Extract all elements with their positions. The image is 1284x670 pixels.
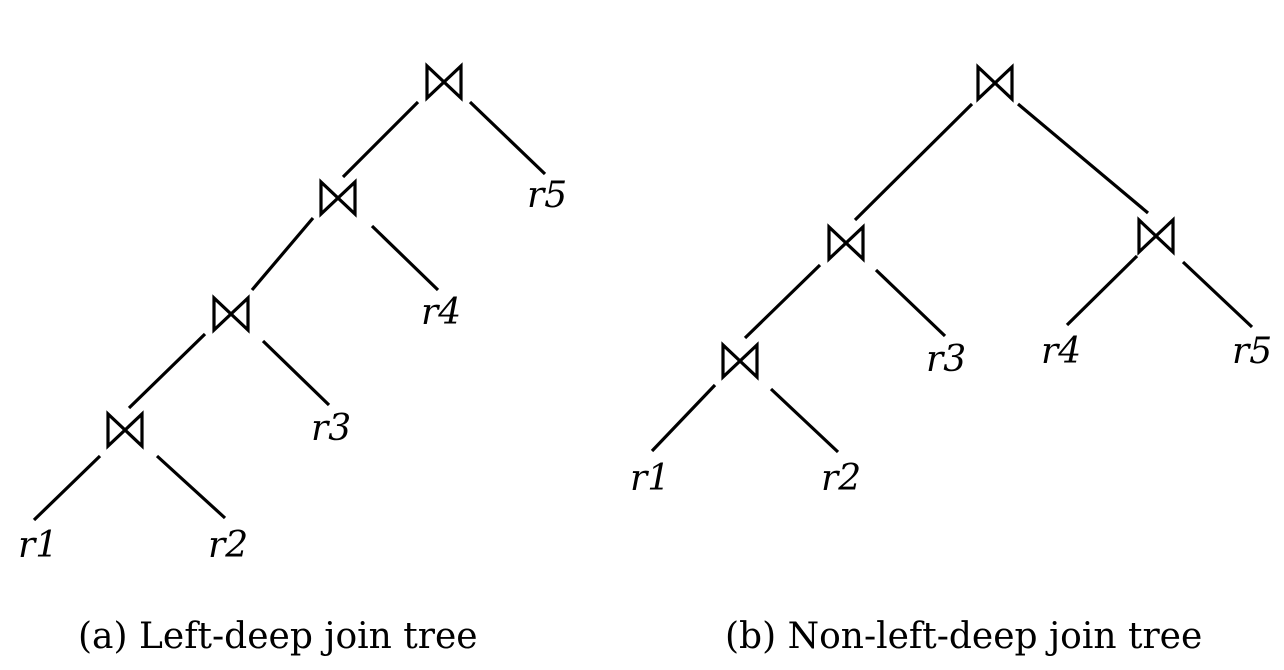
leaf-r4: r4 <box>421 292 461 333</box>
leaf-r2: r2 <box>208 525 248 566</box>
edge-a-j2-to-j1 <box>127 332 207 410</box>
edge-b-root-to-left <box>853 102 974 222</box>
edge-b-j1-to-r1 <box>650 383 717 453</box>
bowtie-join-icon <box>976 65 1014 101</box>
left-deep-join-tree: r5 r4 r3 r1 r2 (a) Left-deep join tree <box>18 64 567 657</box>
edge-b-left-to-r3 <box>874 268 947 338</box>
non-left-deep-join-tree: r3 r4 r5 r1 r2 (b) Non-left-deep join tr… <box>630 65 1272 657</box>
leaf-r2: r2 <box>821 458 861 499</box>
edge-a-j3-to-j2 <box>250 216 315 292</box>
bowtie-join-icon <box>212 296 250 332</box>
edge-a-root-to-j3 <box>341 100 420 179</box>
bowtie-join-icon <box>827 225 865 261</box>
edge-b-right-to-r5 <box>1181 260 1254 329</box>
edge-b-root-to-right <box>1016 102 1150 215</box>
edge-a-root-to-r5 <box>468 100 547 176</box>
edge-a-j1-to-r2 <box>155 454 227 520</box>
edge-a-j1-to-r1 <box>32 454 102 522</box>
edge-a-j2-to-r3 <box>261 339 331 407</box>
caption-b: (b) Non-left-deep join tree <box>725 616 1202 657</box>
leaf-r5: r5 <box>527 175 567 216</box>
edge-b-left-to-j1 <box>743 263 822 340</box>
leaf-r3: r3 <box>311 408 351 449</box>
bowtie-join-icon <box>1137 218 1175 254</box>
leaf-r3: r3 <box>926 339 966 380</box>
bowtie-join-icon <box>106 412 144 448</box>
leaf-r1: r1 <box>630 458 670 499</box>
leaf-r5: r5 <box>1232 331 1272 372</box>
edge-b-right-to-r4 <box>1065 254 1139 327</box>
bowtie-join-icon <box>319 180 357 216</box>
bowtie-join-icon <box>721 343 759 379</box>
caption-a: (a) Left-deep join tree <box>78 616 478 657</box>
leaf-r1: r1 <box>18 525 58 566</box>
edge-a-j3-to-r4 <box>370 224 440 292</box>
edge-b-j1-to-r2 <box>769 387 840 454</box>
leaf-r4: r4 <box>1041 331 1081 372</box>
bowtie-join-icon <box>425 64 463 100</box>
